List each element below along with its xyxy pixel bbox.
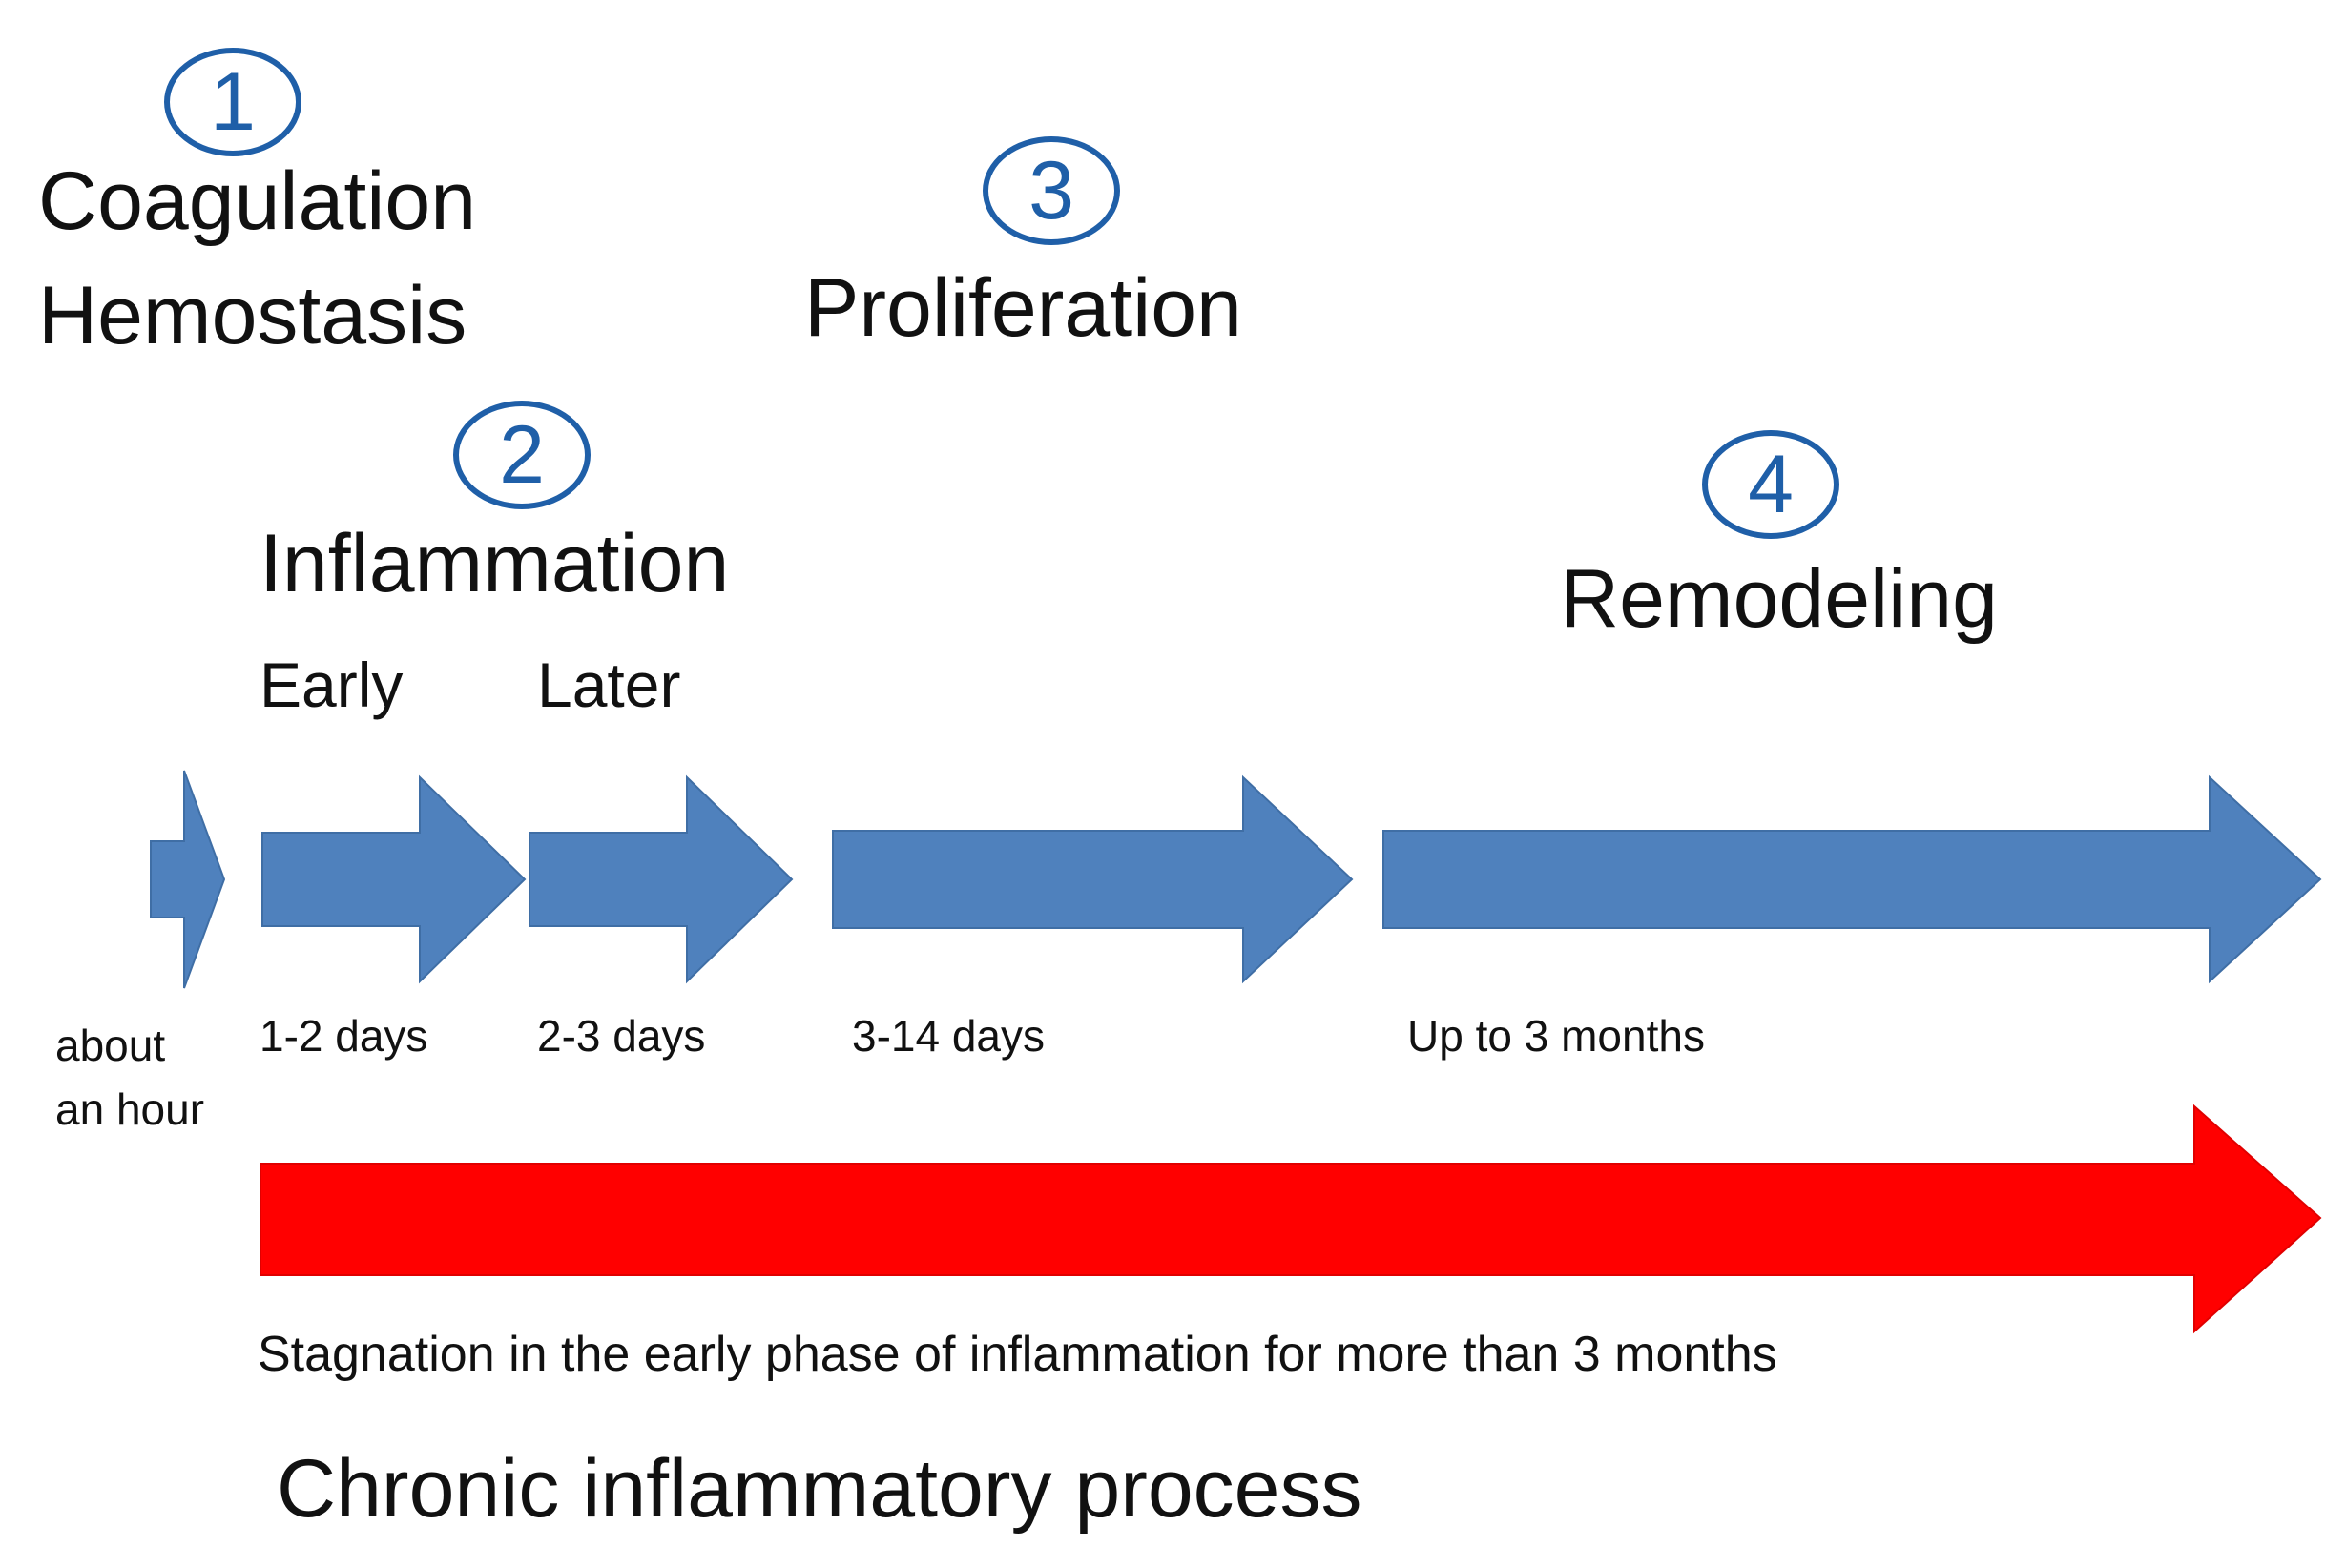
phase-3-title: Proliferation bbox=[804, 262, 1242, 354]
arrow-hemostasis bbox=[150, 770, 226, 989]
duration-1-2-days: 1-2 days bbox=[260, 1011, 428, 1061]
phase-1-title-line-2: Hemostasis bbox=[38, 270, 467, 361]
arrow-inflammation-later bbox=[529, 774, 794, 984]
arrow-chronic-inflammation bbox=[260, 1104, 2322, 1334]
phase-3-number-badge: 3 bbox=[983, 136, 1120, 245]
duration-2-3-days: 2-3 days bbox=[537, 1011, 706, 1061]
duration-up-to-3-months: Up to 3 months bbox=[1407, 1011, 1705, 1061]
phase-1-title-line-1: Coagulation bbox=[38, 155, 477, 247]
chronic-process-title: Chronic inflammatory process bbox=[277, 1443, 1362, 1535]
arrow-proliferation bbox=[832, 774, 1354, 984]
phase-4-number-badge: 4 bbox=[1702, 430, 1839, 539]
phase-2-later-label: Later bbox=[537, 650, 681, 720]
phase-2-title: Inflammation bbox=[260, 518, 730, 609]
duration-3-14-days: 3-14 days bbox=[852, 1011, 1046, 1061]
arrow-inflammation-early bbox=[261, 774, 527, 984]
phase-2-early-label: Early bbox=[260, 650, 404, 720]
phase-2-number-badge: 2 bbox=[453, 401, 591, 509]
arrow-remodeling bbox=[1382, 774, 2322, 984]
chronic-stagnation-note: Stagnation in the early phase of inflamm… bbox=[258, 1327, 1777, 1382]
phase-4-title: Remodeling bbox=[1560, 553, 1998, 645]
duration-about-an-hour: about an hour bbox=[55, 1021, 205, 1134]
phase-1-number-badge: 1 bbox=[164, 48, 301, 156]
